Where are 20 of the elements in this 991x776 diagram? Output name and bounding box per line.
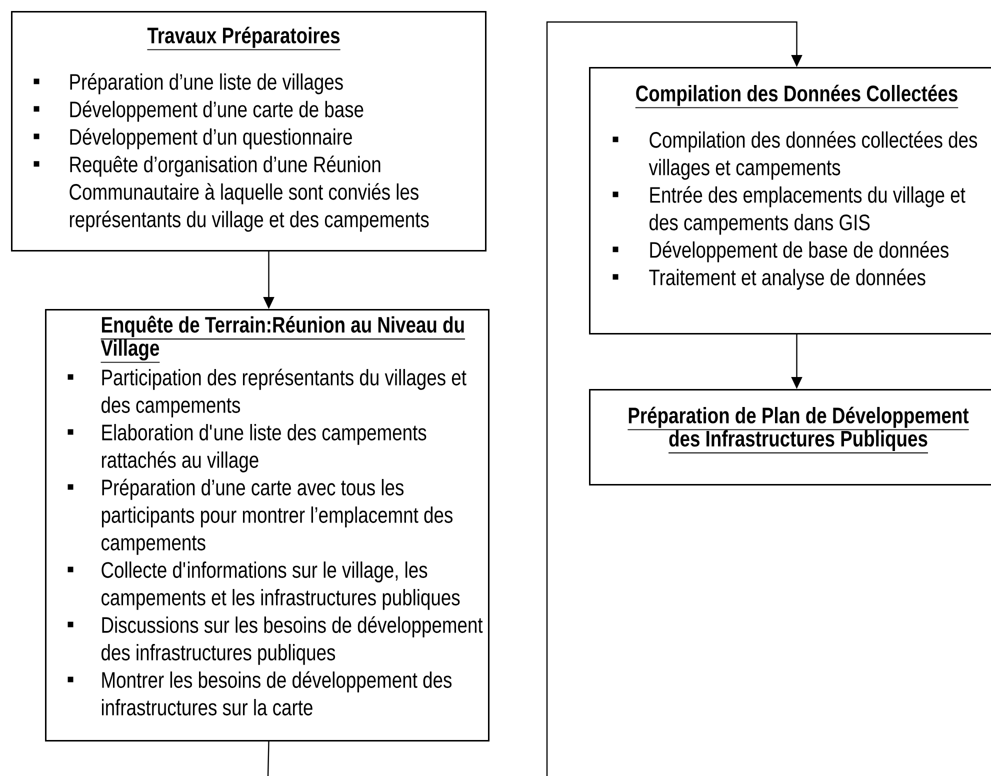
list-item: Développement d’une carte de base [34,100,364,122]
list-item: Préparation d’une carte avec tous les participants pour montrer l’emplacemnt des campements [68,478,452,555]
list-item: Développement d’un questionnaire [34,128,352,150]
heading: Compilation des Données Collectées [636,84,958,106]
list-item: Collecte d'informations sur le village, les campements et les infrastructures publiques [68,561,460,610]
list-item: Traitement et analyse de données [612,268,926,290]
arrow [546,21,802,776]
list-item: Compilation des données collectées des villages et campements [612,131,978,180]
list-item: Elaboration d'une liste des campements rattachés au village [68,424,426,472]
list-item: Discussions sur les besoins de développement des infrastructures publiques [68,616,483,665]
list-item: Participation des représentants du villages et des campements [68,368,466,418]
list-item: Requête d’organisation d’une Réunion Communautaire à laquelle sont conviés les représentants du village et des campements [34,156,429,232]
list-item: Développement de base de données [612,241,948,262]
list-item: Préparation d’une liste de villages [34,73,343,94]
heading: Travaux Préparatoires [147,26,340,48]
list-item: Entrée des emplacements du village et des campements dans GIS [612,186,966,235]
process-box [589,389,991,486]
list-item: Montrer les besoins de développement des infrastructures sur la carte [68,671,452,716]
heading: Enquête de Terrain:Réunion au Niveau du Village [100,316,466,360]
heading: Préparation de Plan de Développement des Infrastructures Publiques [627,406,970,452]
